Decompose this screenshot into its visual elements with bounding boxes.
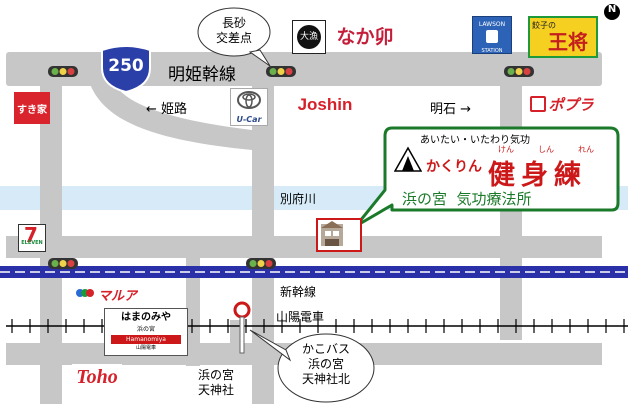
nagasago-line-1: 長砂 — [221, 16, 246, 30]
store-toyota-label: U-Car — [236, 115, 262, 124]
store-marui-label: マルアイ — [98, 289, 138, 304]
store-toho-label: Toho — [76, 365, 118, 388]
route-number: 250 — [108, 56, 144, 76]
studio-tagline: あいたい・いたわり気功 — [420, 135, 530, 146]
store-ohsho-label: 王将 — [548, 30, 588, 54]
compass-label: N — [607, 4, 617, 15]
store-ohsho: 餃子の 王将 — [528, 16, 598, 58]
store-poplar-label: ポプラ — [548, 95, 594, 114]
station-name-kanji: 浜の宮 — [136, 326, 155, 333]
store-poplar: ポプラ — [530, 92, 594, 116]
store-lawson-sub: STATION — [481, 48, 503, 54]
studio-brand-prefix: かくりん — [426, 159, 482, 175]
nagasago-line-2: 交差点 — [215, 31, 252, 45]
shrine-line-1: 浜の宮 — [197, 368, 234, 382]
store-kaisen-label: 大漁 — [297, 25, 321, 49]
studio-logo-mark — [393, 146, 423, 172]
store-seven-label: 7 — [24, 224, 38, 247]
shinkansen-label: 新幹線 — [280, 285, 317, 299]
mountain-icon — [393, 146, 423, 172]
station-subline: 山陽電車 — [135, 345, 156, 351]
studio-brand-main: 健身練 — [488, 160, 587, 191]
store-seven-eleven: 7 ELEVEN — [18, 224, 46, 252]
bus-stop-label: かこバス 浜の宮 天神社北 — [280, 342, 372, 387]
sanyo-label: 山陽電車 — [276, 310, 325, 324]
main-road-label: 明姫幹線 — [168, 65, 236, 85]
ruby-ken: けん — [498, 145, 514, 154]
store-toyota-ucar: U-Car — [230, 88, 268, 126]
ruby-shin: しん — [538, 145, 554, 154]
bus-stop-line-1: かこバス — [301, 342, 350, 356]
studio-building-icon — [316, 218, 362, 252]
store-ohsho-top: 餃子の — [532, 21, 556, 30]
store-marui: マルアイ — [74, 282, 138, 304]
compass — [604, 4, 620, 20]
shrine-line-2: 天神社 — [197, 383, 234, 397]
store-joshin: Joshin — [292, 92, 358, 118]
bus-stop-line-3: 天神社北 — [301, 372, 350, 386]
toyota-emblem-icon — [237, 91, 261, 109]
milk-can-icon — [486, 30, 498, 43]
ruby-ren: れん — [578, 145, 594, 154]
shinkansen-line — [0, 266, 628, 278]
store-toho: Toho — [72, 364, 122, 390]
studio-brand-ruby: けん しん れん — [486, 144, 606, 155]
store-sukiya: すき家 — [14, 92, 50, 124]
station-sign: はまのみや 浜の宮 Hamanomiya 山陽電車 — [104, 308, 188, 356]
store-joshin-label: Joshin — [297, 95, 353, 114]
store-nakau: なか卯 — [332, 20, 398, 50]
bus-stop-bubble — [277, 333, 375, 403]
store-kaisen: 大漁 — [292, 20, 326, 54]
station-name-roman: Hamanomiya — [111, 335, 181, 344]
route-250-ramp — [88, 78, 252, 150]
bus-stop-line-2: 浜の宮 — [307, 357, 344, 371]
river-label: 別府川 — [280, 192, 317, 206]
poplar-mark — [530, 96, 547, 112]
nagasago-label: 長砂 交差点 — [200, 16, 268, 46]
store-lawson-label: LAWSON — [478, 21, 506, 28]
shrine-label: 浜の宮 天神社 — [190, 368, 242, 398]
store-seven-sub: ELEVEN — [21, 240, 43, 246]
marui-mark-icon — [76, 289, 94, 297]
nagasago-bubble — [197, 7, 271, 57]
traffic-lights — [48, 66, 534, 269]
studio-callout — [354, 126, 620, 228]
station-name-kana: はまのみや — [121, 312, 171, 323]
studio-place: 浜の宮 気功療法所 — [402, 190, 532, 208]
store-sukiya-label: すき家 — [17, 104, 47, 116]
direction-akashi: 明石 → — [430, 102, 472, 117]
store-lawson: LAWSON STATION — [472, 16, 512, 54]
route-250-shield — [101, 45, 151, 94]
store-nakau-label: なか卯 — [336, 25, 394, 48]
bus-stop-sign — [233, 301, 251, 354]
direction-himeji: ← 姫路 — [146, 102, 188, 117]
